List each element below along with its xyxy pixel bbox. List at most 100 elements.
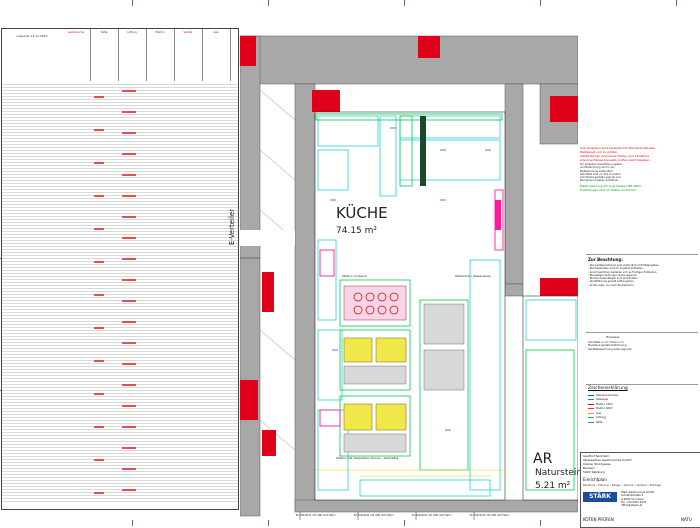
legend-row <box>2 183 238 187</box>
legend-row <box>2 174 238 178</box>
legend-row <box>2 396 238 400</box>
legend-group-header: Gastronomie <box>62 29 91 81</box>
legend-row <box>2 249 238 253</box>
legend-group-header: Lüftung <box>118 29 147 81</box>
legend-row <box>2 492 238 496</box>
frame-tick <box>268 0 269 6</box>
legend-row <box>2 381 238 385</box>
project-line: Bauherr <box>583 466 595 470</box>
legend-row <box>2 318 238 322</box>
legend-row <box>2 486 238 490</box>
legend-symbol-label: Lüftung <box>596 416 606 420</box>
legend-row <box>2 495 238 499</box>
legend-row <box>2 285 238 289</box>
kitchen-area: 74.15 m² <box>336 226 378 236</box>
red-note-line: festgelegt und zu prüfen <box>580 150 618 154</box>
legend-row <box>2 459 238 463</box>
legend-row <box>2 483 238 487</box>
legend-mark <box>122 321 136 323</box>
legend-mark <box>94 360 104 362</box>
legend-row <box>2 114 238 118</box>
legend-symbol-icon <box>588 399 594 401</box>
legend-row <box>2 435 238 439</box>
legend-row <box>2 252 238 256</box>
legend-row <box>2 159 238 163</box>
legend-row <box>2 474 238 478</box>
legend-mark <box>122 363 136 365</box>
legend-row <box>2 324 238 328</box>
legend-row <box>2 387 238 391</box>
legend-row <box>2 255 238 259</box>
beschreibung-line: - Anschlusshöhen beziehen sich auf ferti… <box>588 270 658 274</box>
legend-row <box>2 144 238 148</box>
legend-mark <box>94 426 104 428</box>
legend-mark <box>94 162 104 164</box>
legend-row <box>2 195 238 199</box>
legend-row <box>2 231 238 235</box>
legend-row <box>2 426 238 430</box>
plan-name: Einrichtplan <box>583 477 607 482</box>
floor-plan <box>240 35 578 520</box>
legend-mark <box>94 261 104 263</box>
legend-row <box>2 198 238 202</box>
legend-row <box>2 408 238 412</box>
legend-mark <box>122 153 136 155</box>
black-note-line: Maßzeichnung verbindlich. <box>580 169 614 173</box>
legend-symbol-row: Wasseranschluss <box>588 393 698 398</box>
beschreibung-line: - Die Gerätepositionen sind verbindlich … <box>588 264 660 267</box>
legend-row <box>2 126 238 130</box>
company-name: STÄRK <box>589 493 611 500</box>
legend-row <box>2 105 238 109</box>
legend-mark <box>94 96 104 98</box>
legend-mark <box>94 195 104 197</box>
legend-symbol-label: Elektro 230V <box>596 402 613 406</box>
bottom-note: Br. Kühlkühl mit 400 Volt Hahn <box>354 514 394 517</box>
legend-row <box>2 315 238 319</box>
side-label: Tellerzone / Gläserspüle <box>455 274 491 278</box>
legend-row <box>2 312 238 316</box>
legend-row <box>2 165 238 169</box>
company-line: Industriestraße 5 <box>621 494 644 498</box>
legend-row <box>2 234 238 238</box>
legend-symbol-icon <box>588 394 594 396</box>
bottom-label: Station mit doppeltem Dünne - zweiseitig <box>336 456 399 460</box>
frame-tick <box>540 520 541 526</box>
black-note-line: Bauherrenvorgaben ausführen. <box>580 179 620 183</box>
legend-row <box>2 243 238 247</box>
legend-row <box>2 450 238 454</box>
legend-row <box>2 267 238 271</box>
kitchen-name: KÜCHE <box>336 204 388 222</box>
legend-row <box>2 300 238 304</box>
beschreibung-title: Zur Beachtung: <box>588 257 623 262</box>
legend-symbol-icon <box>588 412 594 414</box>
legend-row <box>2 96 238 100</box>
legend-row <box>2 444 238 448</box>
hinweis-line: Planstand gemäß Abstimmung. <box>588 344 628 348</box>
legend-row <box>2 303 238 307</box>
hinweis-line: Alle Maße in cm, Höhen in m. <box>588 341 625 344</box>
project-line: Kleiner Stohlgasse <box>583 462 611 466</box>
legend-row <box>2 306 238 310</box>
legend-mark <box>122 90 136 92</box>
legend-row <box>2 111 238 115</box>
legend-row <box>2 417 238 421</box>
legend-mark <box>94 459 104 461</box>
legend-row <box>2 150 238 154</box>
legend-mark <box>122 342 136 344</box>
legend-symbol-label: Kälte <box>596 420 603 424</box>
frame-tick <box>404 0 405 6</box>
legend-row <box>2 99 238 103</box>
zeichenerklaerung-title: Zeichenerklärung <box>588 386 628 391</box>
legend-row <box>2 354 238 358</box>
red-note-line: Alle Anschlüsse bauseits prüfen und frei… <box>580 158 650 162</box>
legend-row <box>2 168 238 172</box>
legend-row <box>2 117 238 121</box>
legend-row <box>2 480 238 484</box>
legend-row <box>2 453 238 457</box>
legend-row <box>2 90 238 94</box>
legend-row <box>2 378 238 382</box>
legend-row <box>2 93 238 97</box>
legend-row <box>2 294 238 298</box>
